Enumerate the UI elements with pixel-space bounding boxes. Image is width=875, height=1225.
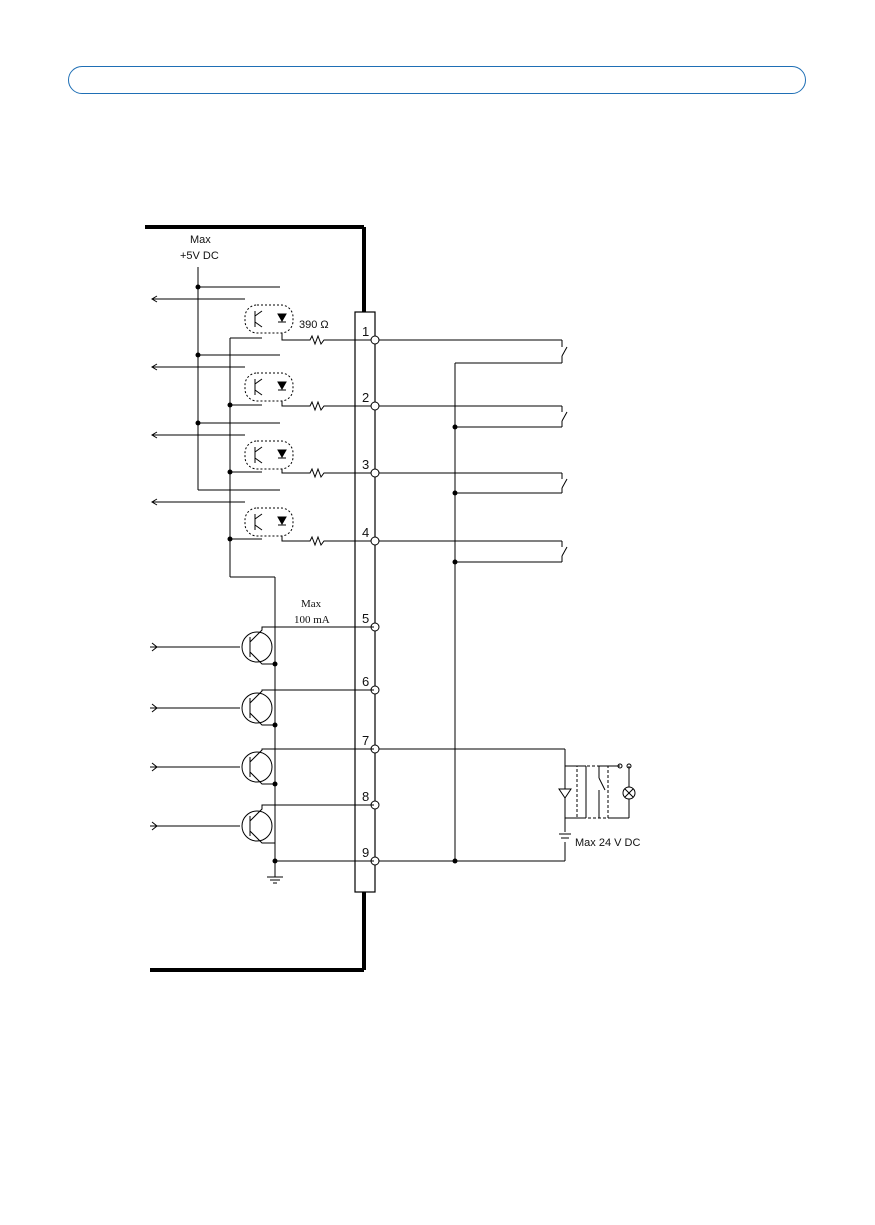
pin-label-6: 6 <box>362 674 369 689</box>
optocoupler-2 <box>245 373 293 401</box>
pin-label-1: 1 <box>362 324 369 339</box>
pin-label-3: 3 <box>362 457 369 472</box>
pin-label-9: 9 <box>362 845 369 860</box>
supply-rail <box>198 267 280 490</box>
pin-label-7: 7 <box>362 733 369 748</box>
pin-label-2: 2 <box>362 390 369 405</box>
pin-label-8: 8 <box>362 789 369 804</box>
output-current-line2: 100 mA <box>294 614 330 626</box>
optocoupler-3 <box>245 441 293 469</box>
output-current-line1: Max <box>301 598 322 610</box>
optocoupler-1 <box>245 305 293 333</box>
supply-label-line2: +5V DC <box>180 250 219 262</box>
external-switches <box>379 340 567 861</box>
pin-label-5: 5 <box>362 611 369 626</box>
transistor-outputs <box>150 627 374 843</box>
relay-supply-label: Max 24 V DC <box>575 837 640 849</box>
supply-label-line1: Max <box>190 234 211 246</box>
resistor-label: 390 Ω <box>299 319 329 331</box>
pin-label-4: 4 <box>362 525 369 540</box>
opto-ground-line <box>230 338 275 877</box>
optocoupler-4 <box>245 508 293 536</box>
